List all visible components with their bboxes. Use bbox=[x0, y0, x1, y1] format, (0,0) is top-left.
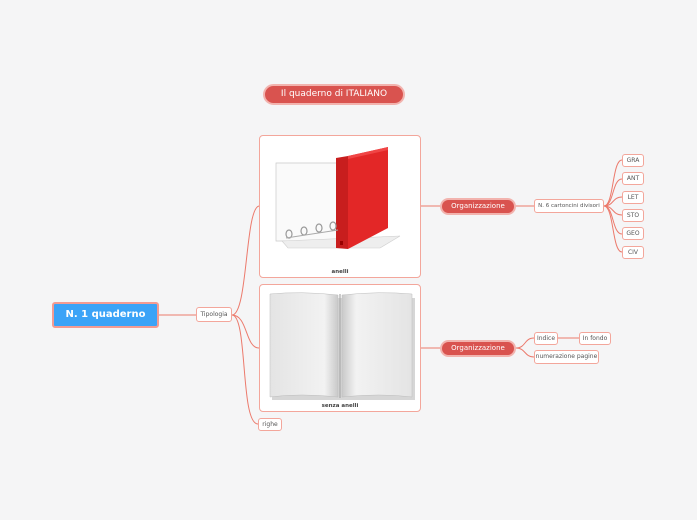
subject-node-let[interactable]: LET bbox=[622, 191, 644, 204]
indice-node[interactable]: Indice bbox=[534, 332, 558, 345]
map-title[interactable]: Il quaderno di ITALIANO bbox=[263, 84, 405, 105]
subject-node-ant[interactable]: ANT bbox=[622, 172, 644, 185]
image-caption: senza anelli bbox=[321, 403, 359, 409]
open-notebook-image bbox=[269, 292, 415, 400]
root-node[interactable]: N. 1 quaderno bbox=[52, 302, 159, 328]
organizzazione-top-node[interactable]: Organizzazione bbox=[440, 198, 516, 215]
ring-binder-image bbox=[275, 147, 401, 249]
image-card-anelli[interactable]: anelli bbox=[259, 135, 421, 278]
subject-node-sto[interactable]: STO bbox=[622, 209, 644, 222]
tipologia-node[interactable]: Tipologia bbox=[196, 307, 232, 322]
subject-node-civ[interactable]: CIV bbox=[622, 246, 644, 259]
image-card-senza-anelli[interactable]: senza anelli bbox=[259, 284, 421, 412]
divider-cards-node[interactable]: N. 6 cartoncini divisori bbox=[534, 199, 604, 213]
righe-node[interactable]: righe bbox=[258, 418, 282, 431]
organizzazione-bottom-node[interactable]: Organizzazione bbox=[440, 340, 516, 357]
subject-node-gra[interactable]: GRA bbox=[622, 154, 644, 167]
image-caption: anelli bbox=[331, 269, 349, 275]
numerazione-pagine-node[interactable]: numerazione pagine bbox=[534, 350, 599, 364]
subject-node-geo[interactable]: GEO bbox=[622, 227, 644, 240]
in-fondo-node[interactable]: In fondo bbox=[579, 332, 611, 345]
